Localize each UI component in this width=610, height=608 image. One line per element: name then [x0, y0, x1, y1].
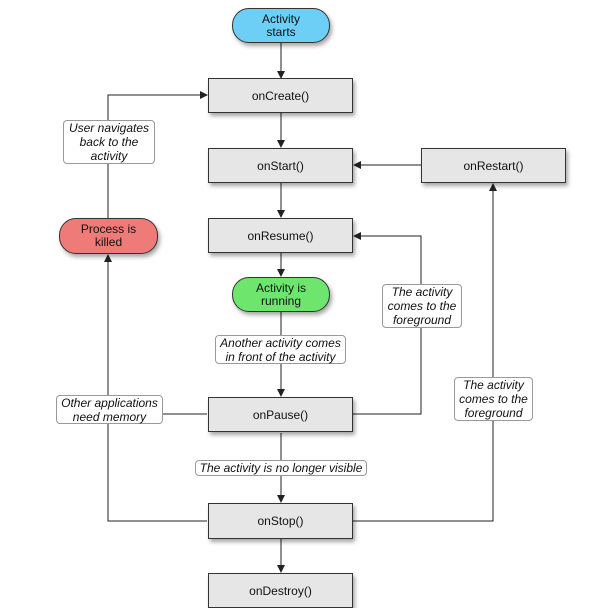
arrow-onstop-to-killed — [104, 254, 207, 522]
callback-onpause: onPause() — [208, 397, 353, 432]
label-no-longer-visible: The activity is no longer visible — [195, 460, 367, 476]
label-another-activity: Another activity comes in front of the a… — [215, 335, 346, 364]
state-activity-starts: Activity starts — [232, 8, 330, 43]
callback-onrestart: onRestart() — [421, 148, 566, 183]
callback-onresume: onResume() — [208, 218, 353, 253]
callback-onstop: onStop() — [208, 503, 353, 539]
label-other-applications-memory: Other applications need memory — [56, 395, 163, 424]
label-user-navigates-back: User navigates back to the activity — [63, 120, 155, 164]
callback-oncreate: onCreate() — [208, 78, 353, 113]
state-process-killed: Process is killed — [59, 218, 158, 254]
callback-onstart: onStart() — [208, 148, 353, 183]
label-comes-to-foreground-resume: The activity comes to the foreground — [382, 284, 462, 328]
state-activity-running: Activity is running — [232, 277, 330, 312]
label-comes-to-foreground-restart: The activity comes to the foreground — [454, 377, 533, 421]
arrow-onstop-to-onrestart — [353, 183, 497, 522]
callback-ondestroy: onDestroy() — [208, 573, 353, 608]
arrow-killed-to-oncreate — [107, 91, 208, 218]
